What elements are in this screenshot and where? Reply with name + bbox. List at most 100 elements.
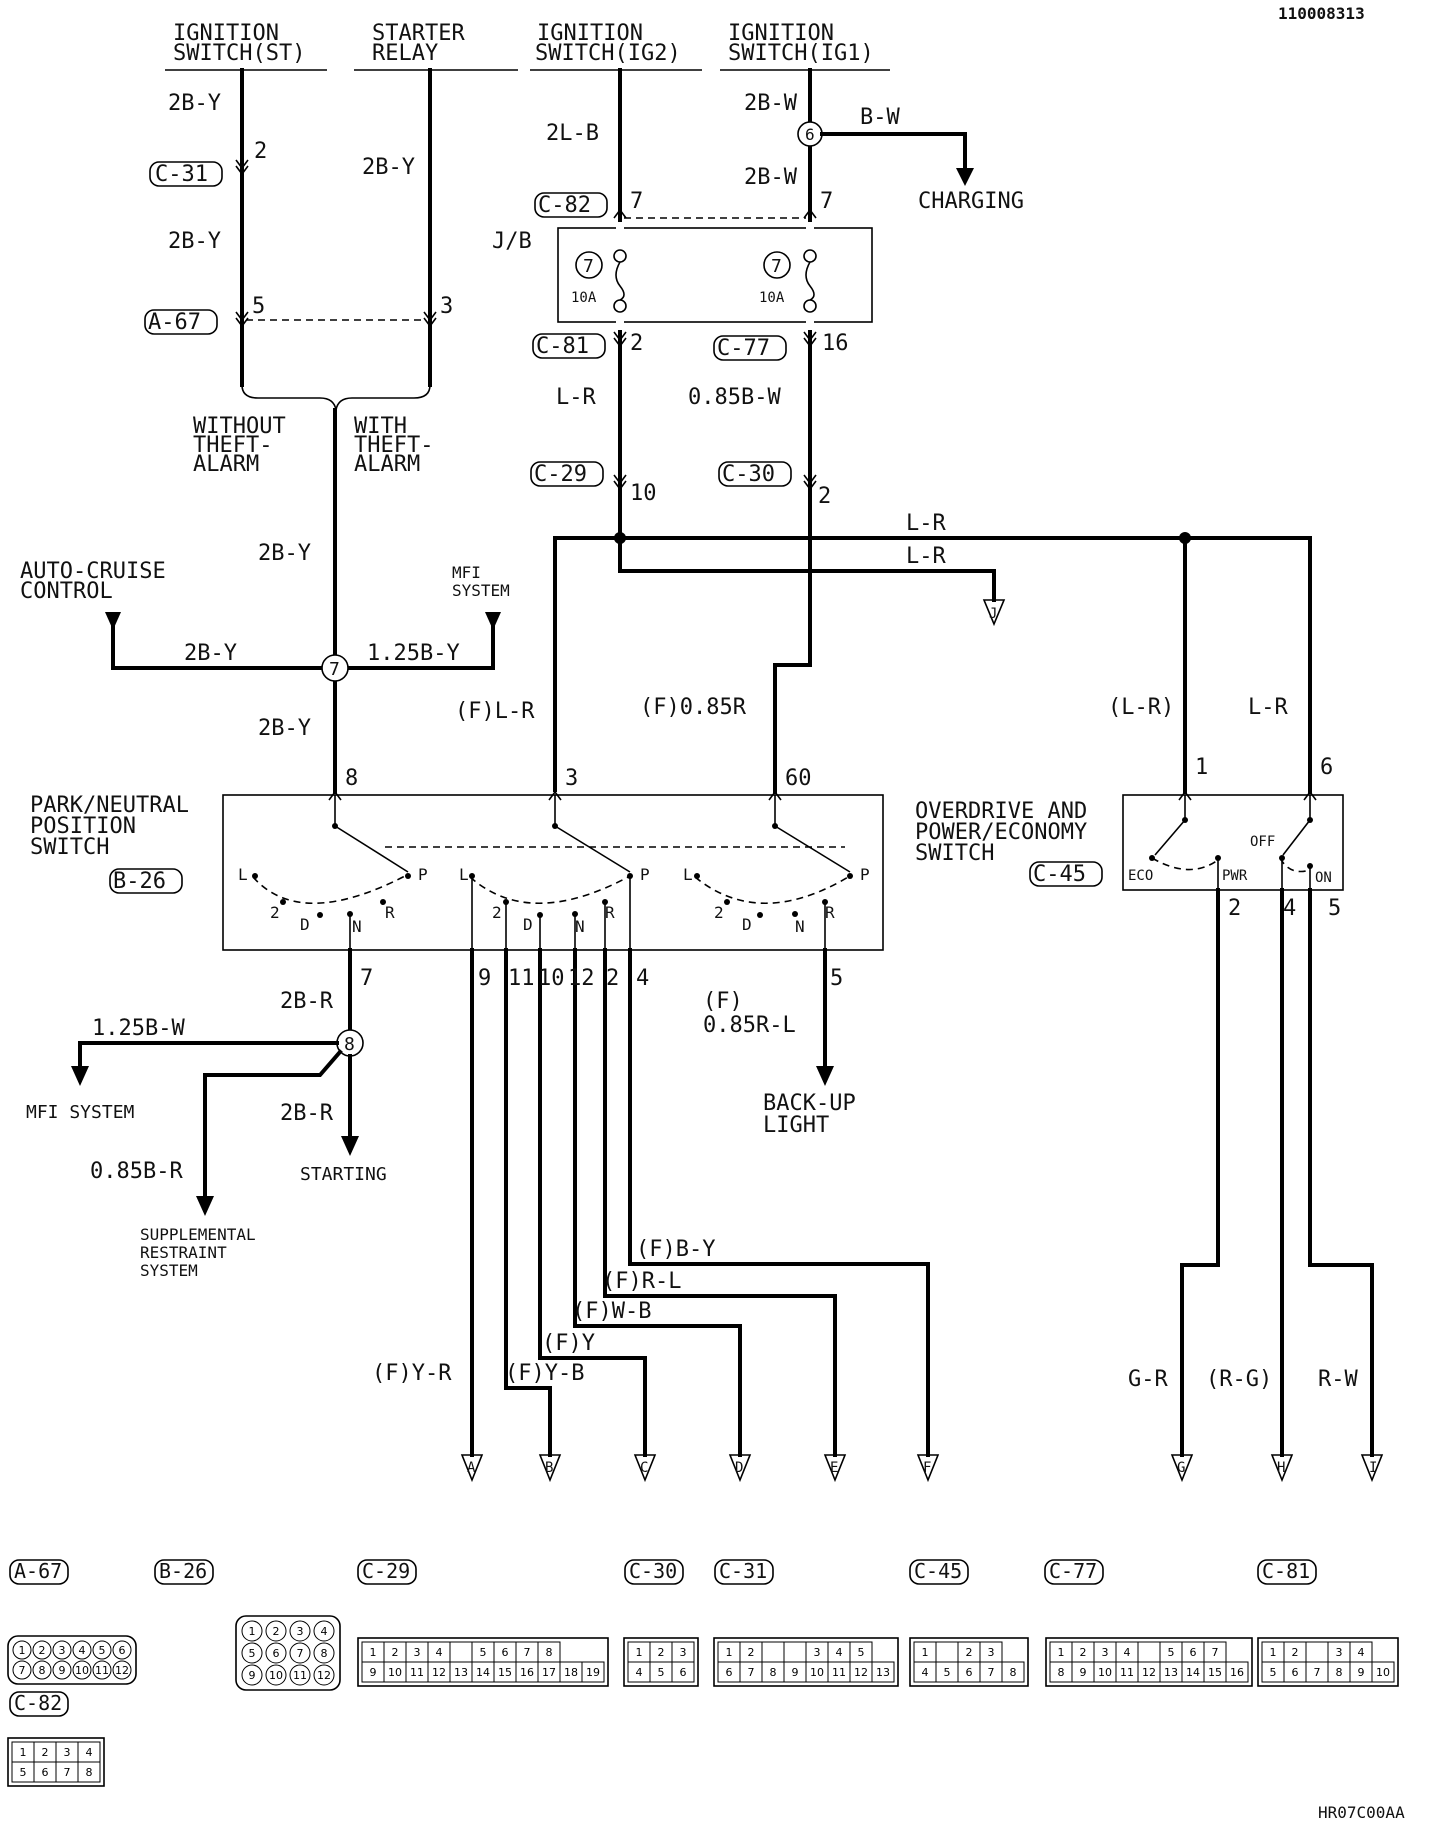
switch-position: D	[300, 915, 310, 934]
pin-number: 7	[630, 189, 643, 214]
terminal-a-label: A	[467, 1460, 476, 1476]
dest-backup: BACK-UP	[763, 1091, 856, 1116]
overdrive-switch	[1122, 794, 1344, 891]
source-label-line: IGNITION	[173, 21, 279, 46]
connector-pin-number: 11	[832, 1666, 846, 1679]
option-with-line: THEFT-	[354, 433, 433, 458]
connector-pin-cell	[313, 1620, 335, 1642]
footer-code: HR07C00AA	[1318, 1803, 1405, 1822]
connector-label-c29: C-29	[534, 462, 587, 487]
terminal-f-label: F	[923, 1460, 931, 1476]
pin-number: 10	[538, 966, 565, 991]
connector-pin-number: 5	[1168, 1646, 1175, 1659]
wire-label: 2B-R	[280, 989, 334, 1014]
junction-6: 6	[805, 125, 815, 144]
connector-pin-number: 2	[658, 1646, 665, 1659]
connector-pin-number: 4	[1124, 1646, 1131, 1659]
pin-number: 1	[1195, 755, 1208, 780]
connector-pin-number: 4	[79, 1644, 86, 1657]
switch-position: D	[523, 915, 533, 934]
switch-position: P	[860, 865, 870, 884]
connector-pin-number: 17	[542, 1666, 556, 1679]
pin-number: 16	[822, 331, 849, 356]
pin-number: 2	[606, 966, 619, 991]
component-od: OVERDRIVE AND	[915, 799, 1087, 824]
terminal-i: I	[1360, 1454, 1384, 1483]
connector-pin-number: 3	[64, 1746, 71, 1759]
connector-pin-cell	[241, 1664, 263, 1686]
junction-8: 8	[344, 1034, 355, 1055]
junction-block-label: J/B	[492, 229, 532, 254]
wire-label: (F)	[703, 989, 743, 1014]
connector-pin-number: 3	[297, 1625, 304, 1638]
terminal-a: A	[460, 1454, 484, 1483]
connector-pin-cell	[112, 1640, 132, 1660]
connector-pin-number: 9	[1358, 1666, 1365, 1679]
wire-label: B-W	[860, 105, 900, 130]
connector-pin-number: 6	[966, 1666, 973, 1679]
component-pns: POSITION	[30, 814, 136, 839]
connector-pin-cell	[289, 1620, 311, 1642]
connector-pin-number: 10	[269, 1669, 283, 1682]
connector-label-b26: B-26	[113, 869, 166, 894]
connector-label-c31: C-31	[155, 162, 208, 187]
connector-pin-number: 13	[1164, 1666, 1178, 1679]
switch-position: 2	[492, 903, 502, 922]
source-ignition-ig1: IGNITION SWITCH(IG1)	[720, 21, 890, 71]
pin-number: 5	[252, 294, 265, 319]
wire-label: (F)B-Y	[636, 1237, 715, 1262]
wire-label: 0.85B-W	[688, 385, 781, 410]
pin-number: 6	[1320, 755, 1333, 780]
wire-label: (F)W-B	[572, 1299, 651, 1324]
connector-pin-number: 9	[249, 1669, 256, 1682]
component-od: SWITCH	[915, 841, 994, 866]
connector-pin-number: 10	[75, 1664, 89, 1677]
option-without-line: ALARM	[193, 452, 259, 477]
od-position: PWR	[1222, 868, 1248, 884]
document-id: 110008313	[1278, 4, 1365, 23]
connector-pin-cell	[761, 1641, 785, 1663]
connector-pin-cell	[265, 1664, 287, 1686]
connector-pin-number: 15	[1208, 1666, 1222, 1679]
pin-number: 5	[1328, 896, 1341, 921]
source-label-line: SWITCH(ST)	[173, 41, 305, 66]
connector-pin-cell	[241, 1620, 263, 1642]
component-od: POWER/ECONOMY	[915, 820, 1087, 845]
pin-number: 2	[254, 139, 267, 164]
connector-pin-cell	[12, 1640, 32, 1660]
connector-pin-number: 15	[498, 1666, 512, 1679]
component-pns: PARK/NEUTRAL	[30, 793, 189, 818]
connector-pin-number: 9	[792, 1666, 799, 1679]
pin-number: 4	[1283, 896, 1296, 921]
wire-label: (F)Y-R	[372, 1361, 452, 1386]
wire-label: (R-G)	[1206, 1367, 1272, 1392]
connector-pin-cell	[265, 1620, 287, 1642]
connector-pin-cell	[72, 1660, 92, 1680]
connector-pin-number: 8	[321, 1647, 328, 1660]
wire-label: 2B-Y	[258, 716, 311, 741]
source-ignition-st: IGNITION SWITCH(ST)	[165, 21, 327, 71]
connector-pin-number: 5	[1270, 1666, 1277, 1679]
connector-pin-number: 1	[20, 1746, 27, 1759]
wire-label: (F)L-R	[455, 699, 535, 724]
connector-pin-cell	[92, 1660, 112, 1680]
source-label-line: IGNITION	[537, 21, 643, 46]
connector-pin-number: 10	[1098, 1666, 1112, 1679]
option-with-line: WITH	[354, 414, 407, 439]
wire-label: L-R	[556, 385, 596, 410]
connector-pin-number: 7	[524, 1646, 531, 1659]
terminal-i-label: I	[1369, 1460, 1377, 1476]
terminal-d: D	[728, 1454, 752, 1483]
connector-pin-number: 8	[1058, 1666, 1065, 1679]
connector-label-c81: C-81	[536, 334, 589, 359]
connector-pin-cell	[1137, 1641, 1161, 1663]
wire-label: L-R	[906, 544, 946, 569]
switch-position: D	[742, 915, 752, 934]
connector-pin-number: 12	[317, 1669, 331, 1682]
